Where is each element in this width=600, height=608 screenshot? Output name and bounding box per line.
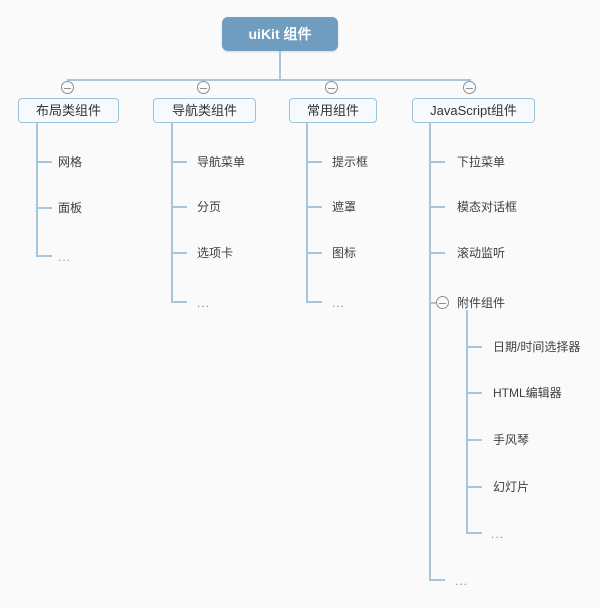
connector-tick — [466, 486, 482, 488]
branch-node-common[interactable]: 常用组件 — [289, 98, 377, 123]
collapse-minus-icon[interactable] — [436, 296, 449, 309]
connector-spine — [67, 79, 471, 81]
leaf-node[interactable]: 手风琴 — [493, 433, 530, 447]
connector-tick — [306, 206, 322, 208]
collapse-minus-icon[interactable] — [61, 81, 74, 94]
collapse-minus-icon[interactable] — [197, 81, 210, 94]
leaf-node-more[interactable]: ... — [332, 296, 346, 310]
leaf-node-more[interactable]: ... — [197, 296, 211, 310]
leaf-node[interactable]: HTML编辑器 — [493, 386, 562, 400]
collapse-minus-icon[interactable] — [325, 81, 338, 94]
connector-trunk-common — [306, 122, 308, 303]
connector-trunk-attachment — [466, 310, 468, 534]
connector-tick — [306, 301, 322, 303]
leaf-node[interactable]: 分页 — [197, 200, 222, 214]
leaf-node[interactable]: 面板 — [58, 201, 83, 215]
connector-tick — [429, 206, 445, 208]
leaf-node[interactable]: 提示框 — [332, 155, 369, 169]
connector-tick — [429, 579, 445, 581]
leaf-node[interactable]: 网格 — [58, 155, 83, 169]
branch-node-javascript[interactable]: JavaScript组件 — [412, 98, 535, 123]
leaf-node[interactable]: 幻灯片 — [493, 480, 530, 494]
leaf-node[interactable]: 模态对话框 — [457, 200, 518, 214]
connector-tick — [171, 161, 187, 163]
connector-tick — [36, 161, 52, 163]
connector-tick — [429, 161, 445, 163]
leaf-node-more[interactable]: ... — [58, 250, 72, 264]
connector-tick — [306, 161, 322, 163]
leaf-node[interactable]: 导航菜单 — [197, 155, 246, 169]
branch-node-layout[interactable]: 布局类组件 — [18, 98, 119, 123]
leaf-node[interactable]: 下拉菜单 — [457, 155, 506, 169]
connector-tick — [306, 252, 322, 254]
leaf-node-more[interactable]: ... — [455, 574, 469, 588]
leaf-node[interactable]: 选项卡 — [197, 246, 234, 260]
leaf-node[interactable]: 滚动监听 — [457, 246, 506, 260]
connector-tick — [171, 252, 187, 254]
connector-tick — [171, 301, 187, 303]
connector-tick — [36, 255, 52, 257]
connector-trunk-layout — [36, 122, 38, 257]
connector-tick — [171, 206, 187, 208]
connector-root-vertical — [279, 51, 281, 79]
branch-node-navigation[interactable]: 导航类组件 — [153, 98, 256, 123]
collapse-minus-icon[interactable] — [463, 81, 476, 94]
connector-tick — [466, 346, 482, 348]
connector-trunk-javascript — [429, 122, 431, 581]
leaf-node[interactable]: 日期/时间选择器 — [493, 340, 581, 354]
leaf-node[interactable]: 图标 — [332, 246, 357, 260]
connector-trunk-navigation — [171, 122, 173, 303]
connector-tick — [466, 532, 482, 534]
connector-tick — [466, 439, 482, 441]
connector-tick — [429, 252, 445, 254]
leaf-node-more[interactable]: ... — [491, 527, 505, 541]
connector-tick — [36, 207, 52, 209]
connector-tick — [429, 302, 436, 304]
subbranch-node-attachment[interactable]: 附件组件 — [457, 296, 506, 310]
leaf-node[interactable]: 遮罩 — [332, 200, 357, 214]
root-node[interactable]: uiKit 组件 — [222, 17, 338, 51]
connector-tick — [466, 392, 482, 394]
